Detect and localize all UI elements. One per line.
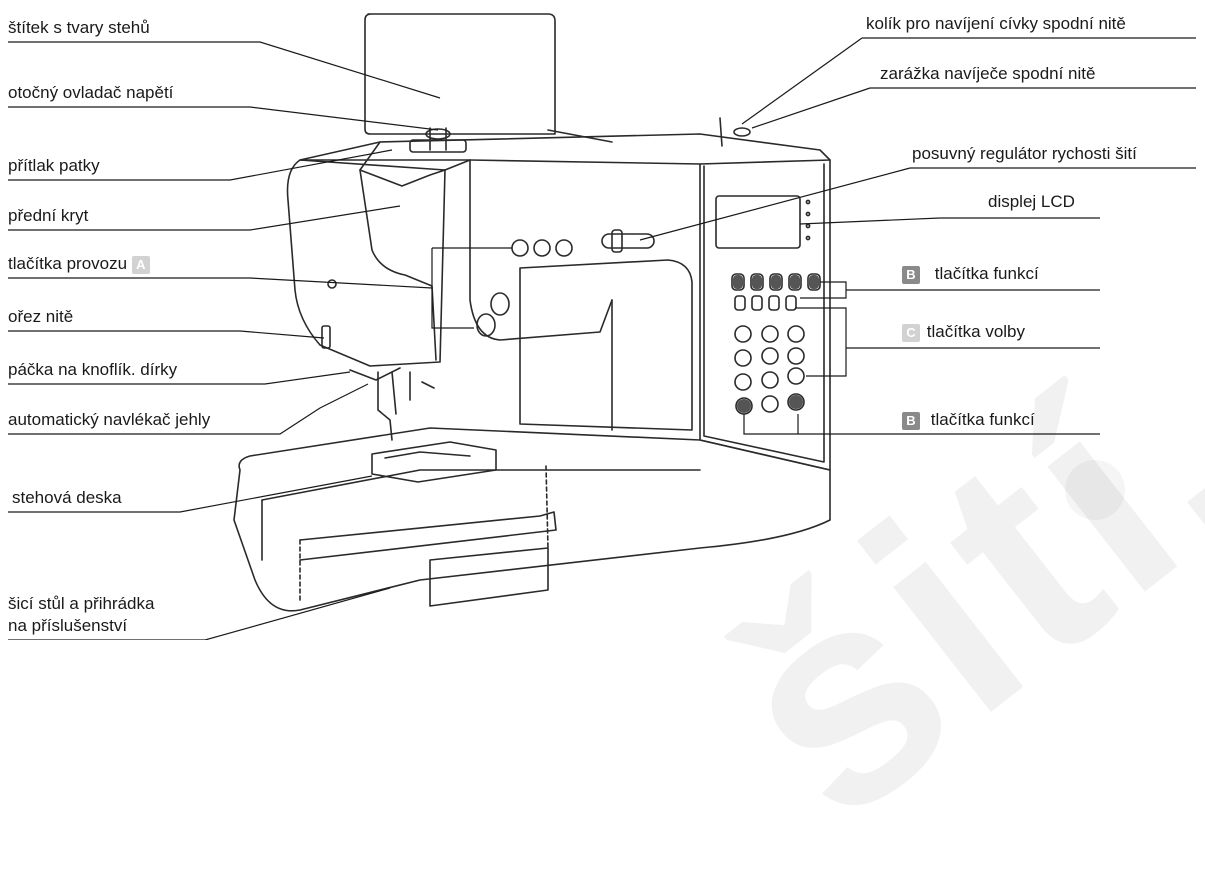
label-extension-table-line2: na příslušenství bbox=[8, 616, 128, 635]
label-selection-buttons: C tlačítka volby bbox=[902, 322, 1025, 342]
label-presser-foot-pressure: přítlak patky bbox=[8, 156, 100, 175]
badge-c: C bbox=[902, 323, 920, 342]
machine-bed bbox=[233, 427, 831, 612]
sewing-machine-diagram: šití.c bbox=[8, 13, 1205, 882]
label-bobbin-winder-spindle: kolík pro navíjení cívky spodní nitě bbox=[866, 14, 1126, 33]
extension-table-shape bbox=[299, 511, 557, 561]
label-function-buttons-top-text: tlačítka funkcí bbox=[934, 264, 1039, 283]
needle-plate-shape bbox=[371, 441, 497, 483]
label-bobbin-winder-stopper: zarážka navíječe spodní nitě bbox=[880, 64, 1096, 83]
label-function-buttons-bottom-text: tlačítka funkcí bbox=[930, 410, 1035, 429]
label-operation-buttons: tlačítka provozu A bbox=[8, 254, 150, 274]
stitch-chart-panel bbox=[364, 13, 556, 135]
label-function-buttons-bottom: B tlačítka funkcí bbox=[902, 410, 1035, 430]
label-speed-slider: posuvný regulátor rychosti šití bbox=[912, 144, 1137, 163]
badge-b-top: B bbox=[902, 265, 920, 284]
machine-illustration bbox=[8, 13, 1196, 640]
machine-top bbox=[299, 133, 831, 165]
label-stitch-chart: štítek s tvary stehů bbox=[8, 18, 150, 37]
badge-b-bottom: B bbox=[902, 411, 920, 430]
front-cover bbox=[286, 159, 446, 367]
machine-arm bbox=[469, 159, 613, 341]
speed-slider-track bbox=[601, 233, 655, 249]
label-operation-buttons-text: tlačítka provozu bbox=[8, 254, 128, 273]
label-selection-buttons-text: tlačítka volby bbox=[926, 322, 1025, 341]
label-extension-table-line1: šicí stůl a přihrádka bbox=[8, 594, 155, 613]
label-thread-cutter: ořez nitě bbox=[8, 307, 74, 326]
label-buttonhole-lever: páčka na knoflík. dírky bbox=[8, 360, 178, 379]
op-btn-3 bbox=[555, 239, 573, 257]
badge-a: A bbox=[131, 255, 150, 274]
label-tension-dial: otočný ovladač napětí bbox=[8, 83, 174, 102]
op-btn-2 bbox=[533, 239, 551, 257]
label-needle-threader: automatický navlékač jehly bbox=[8, 410, 211, 429]
function-buttons-top bbox=[731, 273, 821, 311]
label-front-cover: přední kryt bbox=[8, 206, 89, 225]
label-needle-plate: stehová deska bbox=[12, 488, 122, 507]
op-btn-1 bbox=[511, 239, 529, 257]
label-function-buttons-top: B tlačítka funkcí bbox=[902, 264, 1039, 284]
label-lcd-display: displej LCD bbox=[988, 192, 1075, 211]
selection-buttons bbox=[734, 325, 805, 415]
lcd-window bbox=[715, 195, 801, 249]
